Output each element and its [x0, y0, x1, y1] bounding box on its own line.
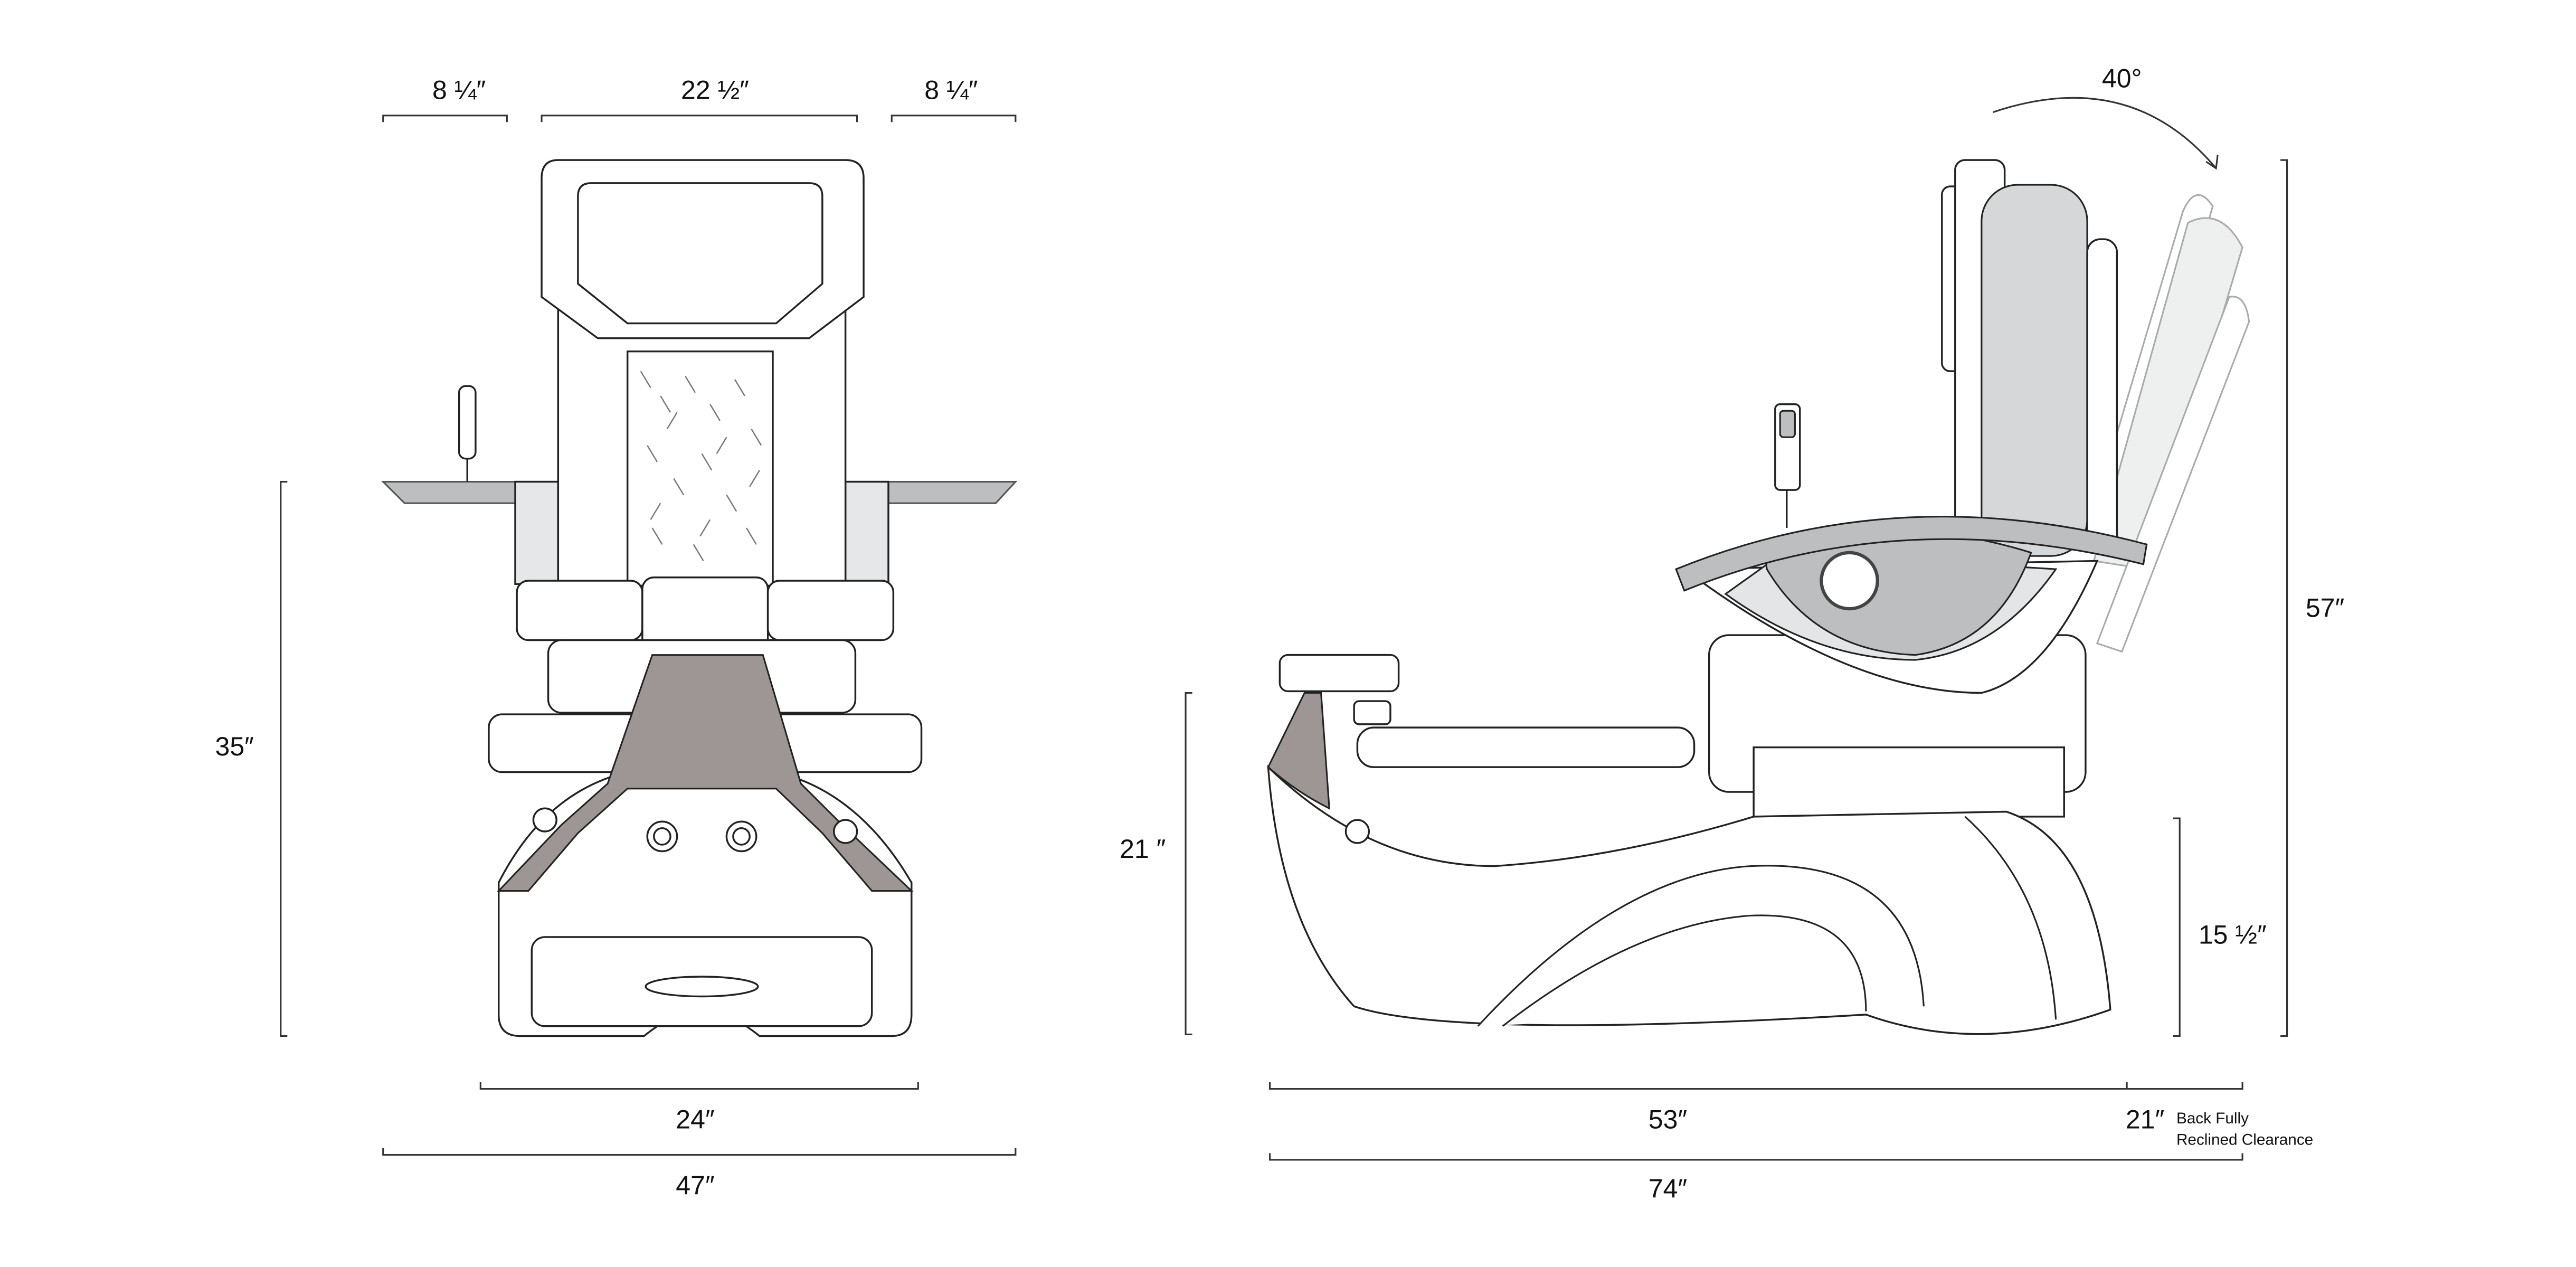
- dim-height-35: 35″: [215, 732, 254, 761]
- backrest-pattern-panel: [626, 350, 774, 587]
- dim-seat-height: 15 ½″: [2199, 920, 2267, 950]
- remote-control: [458, 385, 477, 460]
- taupe-panel: [497, 654, 914, 892]
- dim-overall-width: 47″: [676, 1171, 714, 1200]
- dim-clearance: 21″: [2126, 1105, 2164, 1134]
- faucet-head: [1278, 654, 1400, 693]
- front-view-chair: [381, 159, 1018, 1037]
- clearance-note-line1: Back Fully: [2176, 1110, 2249, 1127]
- footrest: [1356, 726, 1696, 768]
- cup-holder: [1820, 551, 1879, 611]
- dim-bowl-height: 21 ″: [1120, 834, 1166, 864]
- dim-left-tray: 8 ¼″: [432, 75, 486, 105]
- side-view-chair: [1267, 159, 2250, 1035]
- backrest: [1981, 184, 2088, 557]
- dim-seat-width: 22 ½″: [681, 75, 749, 105]
- clearance-note-line2: Reclined Clearance: [2176, 1131, 2313, 1149]
- drawer-handle: [645, 976, 759, 998]
- jet-knob: [1344, 819, 1370, 844]
- recline-arrow: [1993, 97, 2217, 169]
- seat-base: [1753, 746, 2065, 818]
- dim-length: 53″: [1649, 1105, 1687, 1134]
- dim-overall-height: 57″: [2306, 593, 2344, 623]
- side-dimensions: 40° 57″ 21 ″ 15 ½″ 53″ 21″ Back Fully Re…: [1120, 64, 2344, 1204]
- dim-base-width: 24″: [676, 1105, 714, 1134]
- dim-overall-length: 74″: [1649, 1174, 1687, 1204]
- dim-recline-angle: 40°: [2102, 64, 2142, 93]
- right-arm-pad: [766, 580, 895, 641]
- dim-right-tray: 8 ¼″: [924, 75, 978, 105]
- left-arm-pad: [516, 580, 643, 641]
- front-dimensions: 8 ¼″ 22 ½″ 8 ¼″ 35″ 24″ 47″: [215, 75, 1017, 1200]
- armrest: [1675, 516, 2148, 592]
